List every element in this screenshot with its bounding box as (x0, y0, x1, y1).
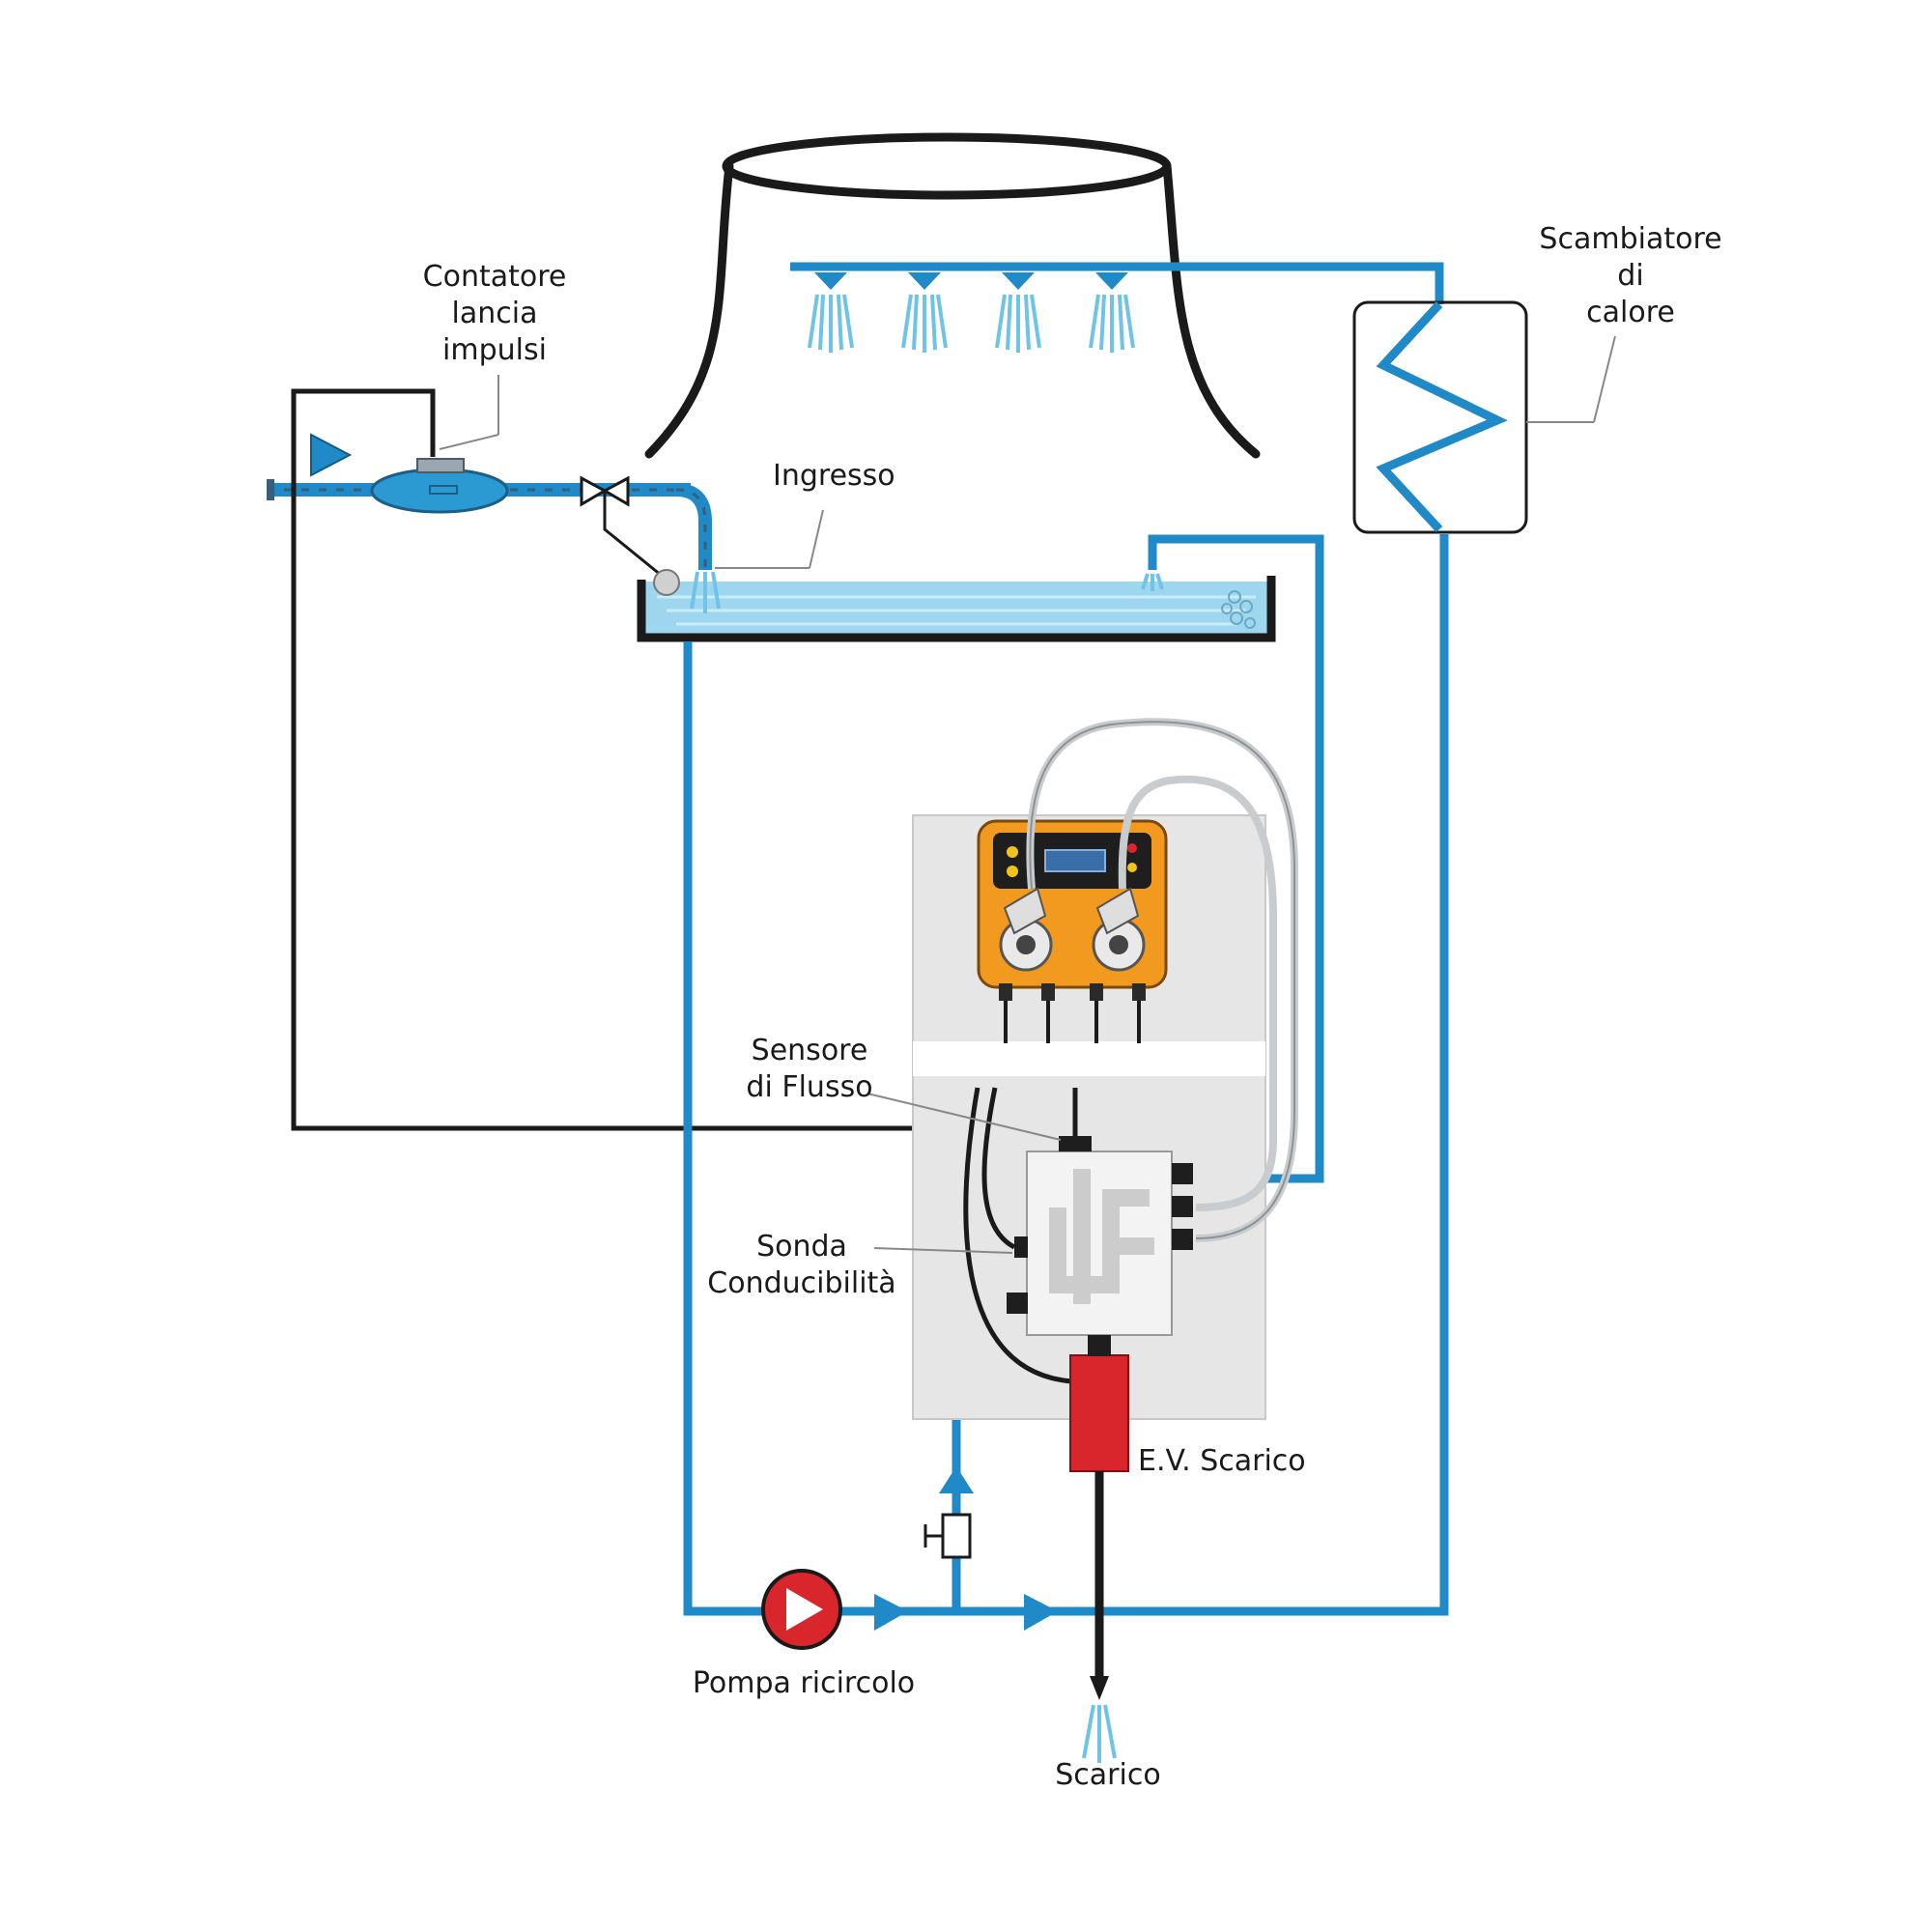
makeup-elbow (675, 483, 712, 570)
pump-arrow-icon (786, 1588, 823, 1631)
sample-line-return (1148, 534, 1324, 1183)
tower-left-wall (644, 161, 734, 459)
controller-button-icon (1007, 866, 1018, 877)
drain (1082, 1471, 1117, 1763)
pipe-flange (267, 479, 274, 500)
heat-exchanger-label-line1: Scambiatore (1539, 222, 1721, 256)
controller-alarm-icon (1127, 843, 1137, 853)
panel-divider (913, 1041, 1265, 1076)
float-ball (653, 569, 680, 596)
drain-spray (1082, 1704, 1117, 1763)
valve-body (580, 475, 609, 507)
flow-arrow-up-icon (939, 1466, 974, 1493)
flow-arrow-icon (1024, 1594, 1058, 1631)
controller-panel (867, 718, 1298, 1472)
probe-cable (981, 1087, 1016, 1250)
probe-label-line1: Sonda (756, 1230, 847, 1264)
spray-nozzle (1089, 272, 1135, 353)
controller-cables (1004, 1001, 1141, 1043)
flow-cell-channel (1049, 1169, 1154, 1304)
meter-label-line1: Contatore (423, 260, 567, 294)
heat-exchanger (1352, 300, 1616, 534)
meter-head (416, 458, 465, 473)
solenoid-valve-label: E.V. Scarico (1138, 1444, 1306, 1478)
heat-exchanger-label-line3: calore (1586, 296, 1675, 329)
recirculation-pump (761, 1569, 842, 1650)
solenoid-cable (963, 1087, 1073, 1384)
inlet-label: Ingresso (773, 459, 895, 493)
drain-nozzle (1090, 1676, 1109, 1700)
heat-exchanger-coil (1376, 300, 1508, 533)
spray-nozzle (901, 272, 948, 353)
tower-right-wall (1162, 161, 1261, 459)
spray-nozzle (995, 272, 1041, 353)
spray-nozzle (808, 272, 854, 353)
controller-button-icon (1127, 863, 1137, 872)
spray-header-pipe (790, 262, 1444, 304)
flow-cell (867, 1087, 1193, 1384)
return-spray (1141, 573, 1164, 591)
meter-body (370, 468, 509, 514)
meter-leader (439, 434, 499, 450)
basin-outlet-pipe (683, 534, 1449, 1616)
meter-label-line3: impulsi (442, 333, 547, 367)
solenoid-valve (1069, 1335, 1129, 1472)
spray-header (790, 262, 1444, 353)
basin (637, 576, 1276, 642)
pulse-indicator-icon (310, 433, 353, 477)
cable-glands (999, 983, 1146, 1001)
probe-leader (873, 1247, 1013, 1254)
hose-2 (1118, 775, 1277, 1211)
manual-valve (941, 1513, 972, 1559)
heat-exchanger-label-line2: di (1617, 259, 1643, 293)
float-valve (580, 475, 680, 596)
dosing-pump-head-right (1092, 887, 1146, 972)
tower-top-rim (722, 132, 1172, 200)
basin-water (645, 582, 1268, 636)
cooling-tower (644, 132, 1261, 459)
flow-arrow-icon (874, 1594, 908, 1631)
flow-sensor-label-line2: di Flusso (746, 1070, 872, 1104)
drain-label: Scarico (1055, 1758, 1160, 1792)
controller-display (1044, 849, 1106, 872)
labels: Contatore lancia impulsi Ingresso Scambi… (423, 222, 1722, 1792)
pump-label: Pompa ricircolo (693, 1666, 915, 1700)
probe-label-line2: Conducibilità (707, 1266, 895, 1300)
flow-sensor-leader (867, 1093, 1062, 1141)
controller-button-icon (1007, 846, 1018, 858)
meter-label-line2: lancia (452, 297, 538, 330)
water-meter (370, 458, 509, 514)
bubbles (1221, 590, 1256, 629)
flow-sensor-label-line1: Sensore (752, 1034, 868, 1067)
inlet-spray (690, 571, 721, 613)
makeup-line (267, 375, 824, 613)
basin-wall (637, 576, 1276, 642)
heat-exchanger-box (1352, 300, 1528, 534)
dosing-pump-head-left (999, 887, 1053, 972)
solenoid-body (1069, 1354, 1129, 1472)
float-arm (603, 491, 668, 582)
